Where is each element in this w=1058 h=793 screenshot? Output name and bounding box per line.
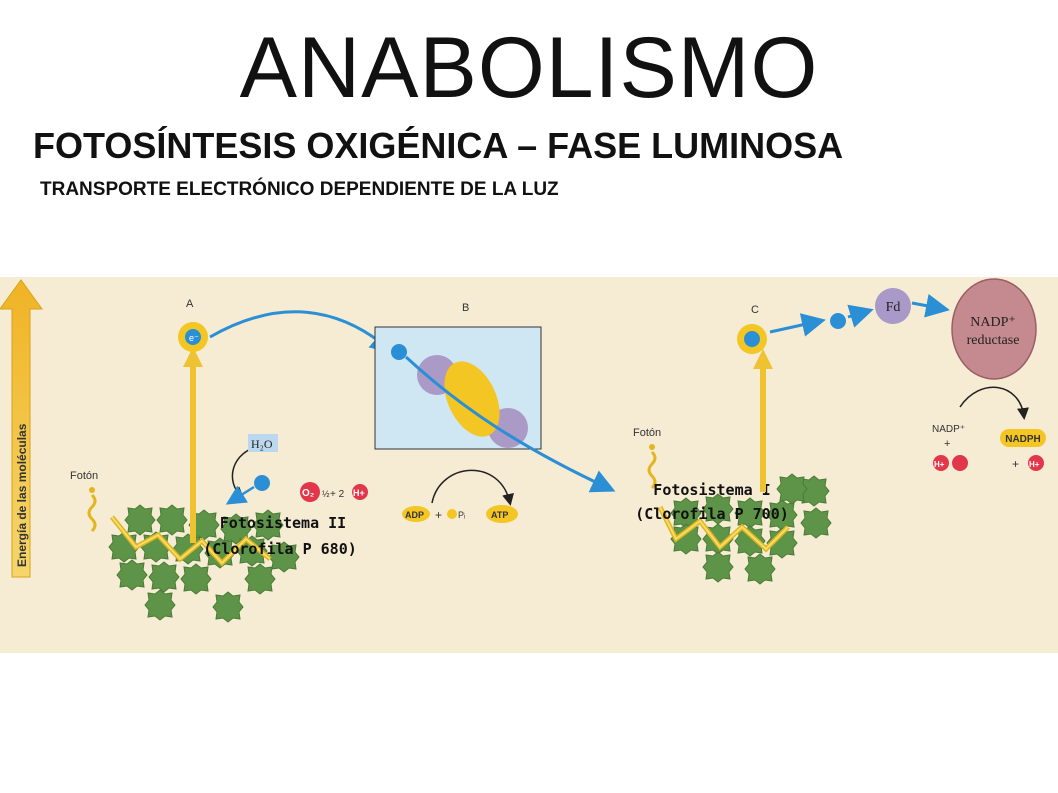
svg-text:Fd: Fd — [886, 300, 901, 315]
svg-text:ADP: ADP — [405, 510, 424, 520]
hydrogen-ion-ps2: H+ — [352, 484, 368, 500]
adp-plus: + — [435, 508, 442, 522]
cytochrome-electron — [391, 344, 407, 360]
photon-2-label: Fotón — [633, 427, 661, 439]
ps2-label-line1: Fotosistema II — [220, 514, 346, 532]
nadp-plus-label: NADP⁺ — [932, 424, 965, 435]
energy-axis-label: Energía de las moléculas — [15, 423, 29, 567]
water-label: H₂O — [251, 437, 273, 451]
svg-text:H+: H+ — [934, 460, 945, 469]
energy-axis: Energía de las moléculas — [0, 279, 43, 578]
ps1-label-line1: Fotosistema I — [653, 481, 770, 499]
nadph-molecule: NADPH — [1000, 429, 1046, 447]
svg-text:H+: H+ — [353, 488, 365, 498]
electron-flow-a-to-b — [209, 310, 395, 354]
nadp-reductase: NADP⁺ reductase — [951, 278, 1037, 380]
svg-text:e⁻: e⁻ — [189, 333, 199, 343]
electron-to-ps2 — [225, 485, 255, 505]
hydrogen-ions-ps1: H+ — [933, 455, 968, 471]
oxygen-coefficient: ½ — [322, 489, 330, 499]
photon-1-wave — [87, 493, 97, 533]
nadp-plus-sign: + — [944, 438, 950, 450]
cytochrome-core — [444, 361, 500, 437]
hydrogen-ion-nadph: H+ — [1028, 455, 1044, 471]
fd-electron — [830, 313, 846, 329]
water-electron — [254, 475, 270, 491]
phosphate-dot — [447, 509, 457, 519]
nadph-arc — [959, 386, 1029, 420]
svg-text:O₂: O₂ — [302, 488, 314, 499]
page-subtitle: FOTOSÍNTESIS OXIGÉNICA – FASE LUMINOSA — [33, 125, 844, 166]
electron-flow-c-to-fd — [769, 313, 826, 337]
photon-1-dot — [89, 487, 95, 493]
ps2-excitation-beam — [183, 347, 203, 543]
plus-two-label: + 2 — [330, 489, 345, 500]
electron-flow-to-fd — [847, 304, 874, 328]
svg-text:H+: H+ — [1029, 460, 1040, 469]
svg-text:ATP: ATP — [491, 510, 508, 520]
electron-flow-fd-to-reductase — [911, 293, 950, 318]
page-title: ANABOLISMO — [239, 20, 819, 116]
photosynthesis-diagram: Energía de las moléculas A B C — [0, 277, 1058, 653]
diagram-canvas: Energía de las moléculas A B C — [0, 278, 1046, 623]
photon-1-label: Fotón — [70, 470, 98, 482]
nadph-plus: + — [1012, 457, 1019, 471]
ps1-energy-path-light — [659, 506, 789, 551]
page-subsubtitle: TRANSPORTE ELECTRÓNICO DEPENDIENTE DE LA… — [40, 179, 559, 200]
adp-molecule: ADP — [402, 506, 430, 522]
ps2-label-line2: (Clorofila P 680) — [203, 540, 357, 558]
photon-2-dot — [649, 444, 655, 450]
svg-text:NADPH: NADPH — [1005, 434, 1041, 445]
photon-2-wave — [647, 450, 657, 490]
ps1-label-line2: (Clorofila P 700) — [635, 505, 789, 523]
oxygen-molecule: O₂ — [300, 482, 320, 502]
ps2-electron: e⁻ — [178, 322, 208, 352]
atp-molecule: ATP — [486, 505, 518, 523]
svg-text:NADP⁺: NADP⁺ — [970, 315, 1016, 330]
ps2-energy-path-light — [111, 516, 271, 565]
section-a-label: A — [186, 298, 194, 310]
section-b-label: B — [462, 302, 469, 314]
ps1-electron — [737, 324, 767, 354]
ferredoxin: Fd — [875, 288, 911, 324]
electron-flow-b-to-c — [404, 355, 616, 493]
svg-text:reductase: reductase — [967, 333, 1020, 348]
water-box — [248, 434, 278, 452]
ps1-excitation-beam — [753, 349, 773, 492]
section-c-label: C — [751, 304, 759, 316]
atp-arc — [431, 469, 514, 506]
phosphate-label: Pᵢ — [458, 510, 465, 520]
